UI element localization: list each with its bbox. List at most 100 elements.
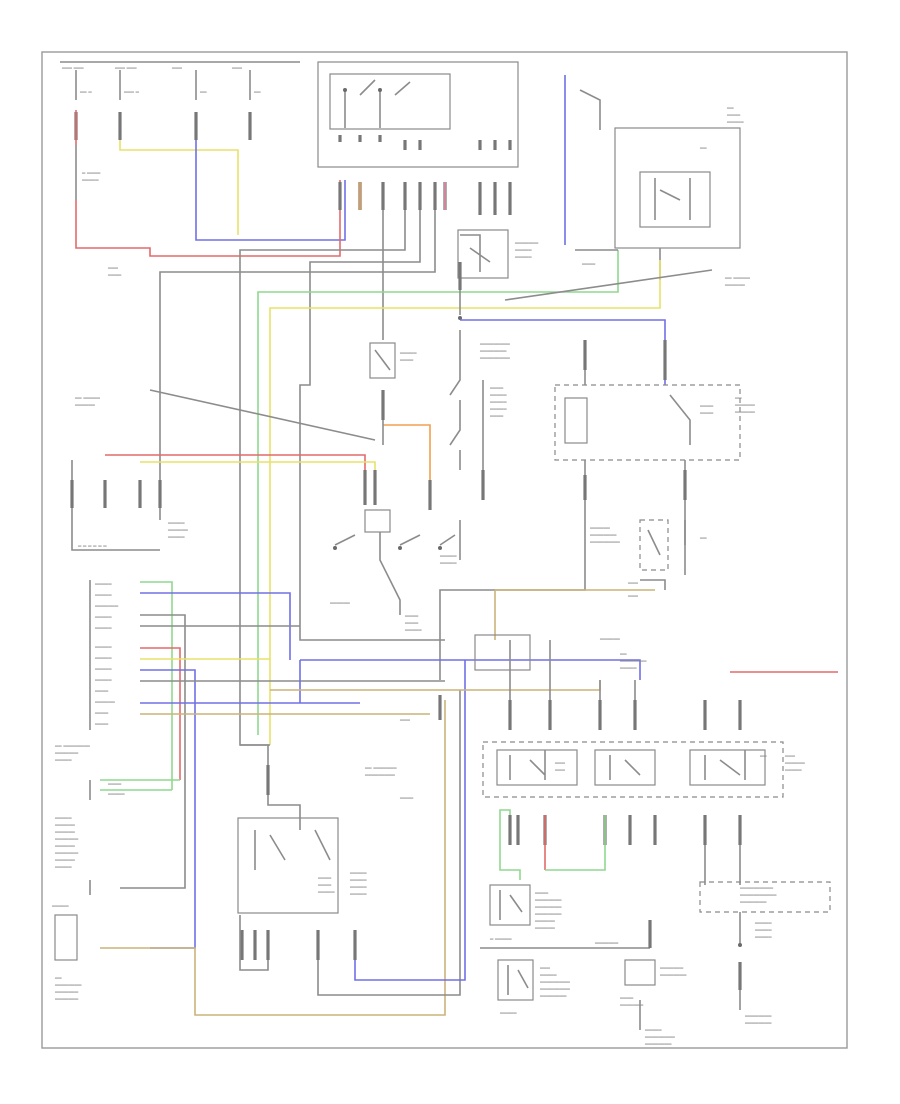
svg-text:━━━━: ━━━━ bbox=[94, 722, 109, 728]
svg-text:━━━━━━━━━: ━━━━━━━━━ bbox=[364, 773, 395, 779]
svg-text:━━━━━━━: ━━━━━━━ bbox=[594, 941, 619, 947]
svg-text:━━━ ━━━: ━━━ ━━━ bbox=[114, 66, 137, 72]
svg-text:━ ━ ━ ━ ━ ━: ━ ━ ━ ━ ━ ━ bbox=[77, 544, 107, 550]
svg-text:━━━━━━━━: ━━━━━━━━ bbox=[744, 1014, 772, 1020]
svg-text:━━━━━: ━━━━━ bbox=[726, 120, 744, 126]
svg-text:━━ ━━━━━: ━━ ━━━━━ bbox=[724, 276, 751, 282]
svg-text:━━━: ━━━ bbox=[554, 768, 566, 774]
svg-text:━━━━━━━: ━━━━━━━ bbox=[619, 1003, 644, 1009]
svg-text:━━━━━: ━━━━━ bbox=[317, 890, 335, 896]
svg-text:━━━━: ━━━━ bbox=[699, 404, 714, 410]
svg-text:━━━━━━━━: ━━━━━━━━ bbox=[534, 912, 562, 918]
svg-text:━━━━━━━━: ━━━━━━━━ bbox=[479, 349, 507, 355]
left-callout: ━━ ━━━━━ ━━━━━━ bbox=[74, 389, 376, 441]
svg-text:━━━━━━: ━━━━━━ bbox=[54, 844, 76, 850]
svg-text:━━━━━━━━: ━━━━━━━━ bbox=[619, 659, 647, 665]
svg-text:━━━━: ━━━━ bbox=[404, 621, 419, 627]
svg-text:━━━ ━: ━━━ ━ bbox=[123, 90, 140, 96]
svg-text:━━━━━: ━━━━━ bbox=[644, 1028, 662, 1034]
top-fuse-block bbox=[317, 61, 519, 168]
svg-text:━ ━━━━━: ━ ━━━━━ bbox=[489, 937, 512, 943]
svg-text:━━━━━━━━━: ━━━━━━━━━ bbox=[539, 987, 570, 993]
svg-text:━━━━━: ━━━━━ bbox=[399, 351, 417, 357]
svg-text:━━: ━━ bbox=[699, 146, 707, 152]
svg-text:━━━━: ━━━━ bbox=[399, 358, 414, 364]
svg-text:━━━━━━━━: ━━━━━━━━ bbox=[534, 898, 562, 904]
svg-text:━━━: ━━━ bbox=[554, 761, 566, 767]
svg-text:━━━━━━━: ━━━━━━━ bbox=[54, 837, 79, 843]
svg-text:━━━━━━━━━━: ━━━━━━━━━━ bbox=[739, 886, 774, 892]
lower-relay-row: ━━━ ━━━ ━━ ━━━ ━━━━━━ ━━━━━ bbox=[482, 741, 806, 885]
svg-text:━━━━: ━━━━ bbox=[489, 414, 504, 420]
svg-text:━━━━━━━━━: ━━━━━━━━━ bbox=[479, 342, 510, 348]
svg-text:━━━━━━━: ━━━━━━━ bbox=[659, 966, 684, 972]
svg-text:━━━━━: ━━━━━ bbox=[167, 521, 185, 527]
top-left-wires: ━ ━━━━ ━━━━━ ━━━ ━━━━ bbox=[74, 110, 346, 279]
svg-text:━━━━━: ━━━━━ bbox=[54, 865, 72, 871]
svg-text:━━━━: ━━━━ bbox=[534, 891, 549, 897]
svg-text:━━━━: ━━━━ bbox=[399, 796, 414, 802]
svg-text:━━━: ━━━ bbox=[231, 66, 243, 72]
svg-text:━━━━: ━━━━ bbox=[619, 996, 634, 1002]
svg-text:━━━━━: ━━━━━ bbox=[499, 1011, 517, 1017]
svg-text:━━━━━━━━: ━━━━━━━━ bbox=[644, 1042, 672, 1048]
svg-text:━━━━━━: ━━━━━━ bbox=[734, 410, 756, 416]
svg-text:━━━━: ━━━━ bbox=[94, 689, 109, 695]
svg-text:━━━━: ━━━━ bbox=[699, 411, 714, 417]
svg-text:━━━━━━: ━━━━━━ bbox=[534, 919, 556, 925]
svg-text:━━━━━: ━━━━━ bbox=[514, 255, 532, 261]
svg-text:━━━━: ━━━━ bbox=[317, 876, 332, 882]
lower-center-module: ━━━━ ━━━━ ━━━━━ ━━━━━ ━━━━━ ━━━━━ ━━━━━ bbox=[237, 660, 466, 996]
svg-text:━━━━━━: ━━━━━━ bbox=[167, 528, 189, 534]
svg-text:━━━━━: ━━━━━ bbox=[167, 535, 185, 541]
svg-text:━━━━━━━━: ━━━━━━━━ bbox=[539, 994, 567, 1000]
svg-text:━━ ━: ━━ ━ bbox=[79, 90, 92, 96]
svg-text:━━━━━━━━━: ━━━━━━━━━ bbox=[644, 1035, 675, 1041]
svg-text:━━━━━━━━━: ━━━━━━━━━ bbox=[479, 356, 510, 362]
svg-text:━━━━━: ━━━━━ bbox=[94, 626, 112, 632]
svg-text:━━━━━: ━━━━━ bbox=[94, 645, 112, 651]
svg-text:━━━: ━━━ bbox=[399, 718, 411, 724]
motor-switch-center: ━━━━━ ━━━━━ ━━━━━━ ━━━━ ━━━━ ━━━━━ bbox=[329, 509, 461, 634]
svg-text:━━━━━: ━━━━━ bbox=[349, 878, 367, 884]
svg-text:━━━━━━━━: ━━━━━━━━ bbox=[534, 905, 562, 911]
svg-text:━━: ━━ bbox=[199, 90, 207, 96]
svg-text:━━━━━: ━━━━━ bbox=[349, 871, 367, 877]
svg-text:━━━━━: ━━━━━ bbox=[754, 928, 772, 934]
svg-text:━━━ ━━━: ━━━ ━━━ bbox=[61, 66, 84, 72]
svg-text:━━: ━━ bbox=[759, 754, 767, 760]
svg-text:━━━━━: ━━━━━ bbox=[54, 816, 72, 822]
svg-text:━━━━━━: ━━━━━━ bbox=[784, 761, 806, 767]
svg-text:━━━━━━━━: ━━━━━━━━ bbox=[54, 983, 82, 989]
svg-text:━━━━━: ━━━━━ bbox=[349, 885, 367, 891]
right-module: ━━━━ ━━━━ ━━ ━━━━━━ ━━━━━━ ━━ bbox=[439, 319, 756, 680]
svg-text:━━━━━━: ━━━━━━ bbox=[599, 637, 621, 643]
svg-text:━━━━━: ━━━━━ bbox=[489, 400, 507, 406]
svg-text:━━━━━━: ━━━━━━ bbox=[534, 926, 556, 932]
svg-text:━━━━━━: ━━━━━━ bbox=[329, 601, 351, 607]
middle-switch-stack: ━━━━━━━━━ ━━━━━━━━ ━━━━━━━━━ ━━━━ ━━━━━ … bbox=[449, 330, 510, 500]
svg-text:━━━━━: ━━━━━ bbox=[51, 904, 69, 910]
svg-text:━━━━━━━: ━━━━━━━ bbox=[514, 241, 539, 247]
svg-text:━━━━━━━━━: ━━━━━━━━━ bbox=[589, 540, 620, 546]
svg-text:━━: ━━ bbox=[253, 90, 261, 96]
svg-text:━━━━━━: ━━━━━━ bbox=[734, 403, 756, 409]
svg-text:━━━━: ━━━━ bbox=[581, 262, 596, 268]
svg-text:━━━━━: ━━━━━ bbox=[94, 582, 112, 588]
svg-text:━━━━━: ━━━━━ bbox=[539, 973, 557, 979]
svg-text:━━━━━: ━━━━━ bbox=[349, 892, 367, 898]
svg-text:━━━━━: ━━━━━ bbox=[404, 628, 422, 634]
svg-text:━━━━: ━━━━ bbox=[404, 614, 419, 620]
svg-text:━━━━━: ━━━━━ bbox=[754, 921, 772, 927]
center-relay: ━━━━━ ━━━━ bbox=[369, 342, 432, 510]
svg-text:━━━━━━━: ━━━━━━━ bbox=[54, 851, 79, 857]
svg-text:━━━━: ━━━━ bbox=[726, 113, 741, 119]
right-small-relay: ━━━━━━ ━━━━━━━━ ━━━━━━━━━ ━━━ ━━━ bbox=[494, 519, 669, 640]
svg-text:━━━━━: ━━━━━ bbox=[94, 656, 112, 662]
svg-text:━━━━━: ━━━━━ bbox=[439, 561, 457, 567]
svg-text:━━━━: ━━━━ bbox=[107, 782, 122, 788]
svg-text:━━━: ━━━ bbox=[627, 594, 639, 600]
svg-text:━━━: ━━━ bbox=[784, 754, 796, 760]
svg-text:━━━: ━━━ bbox=[171, 66, 183, 72]
